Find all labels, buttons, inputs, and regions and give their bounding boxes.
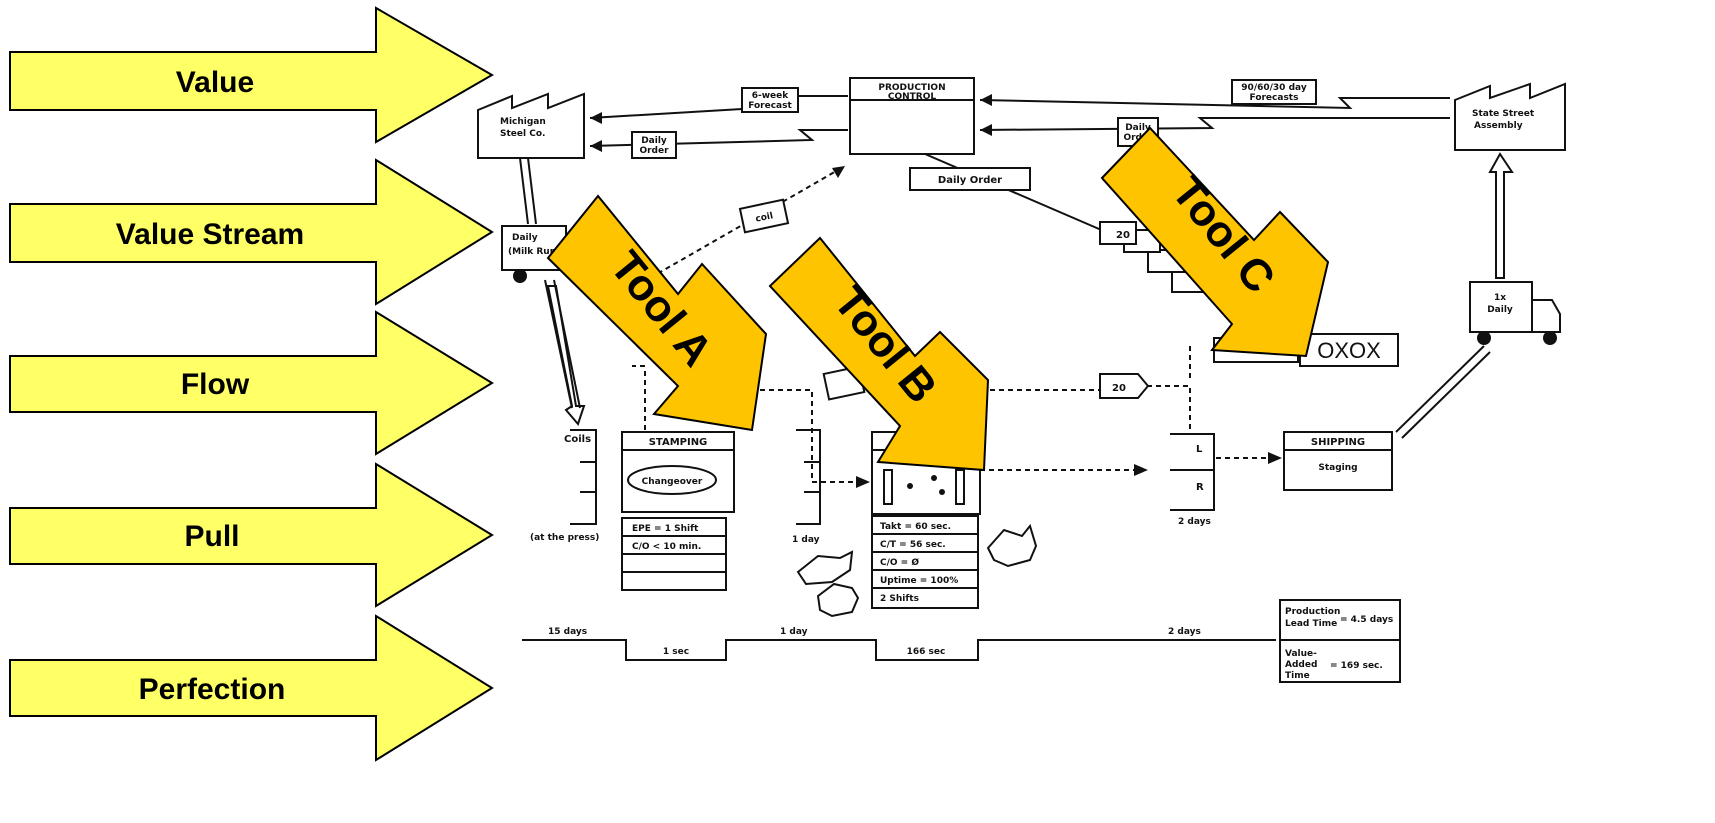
forecast-6week-note <box>741 87 799 113</box>
svg-text:15 days: 15 days <box>548 627 587 637</box>
production-control-box: PRODUCTION CONTROL <box>849 77 975 155</box>
supplier-factory-icon: Michigan Steel Co. <box>477 92 585 159</box>
svg-text:Daily Order: Daily Order <box>938 175 1002 186</box>
svg-text:2 days: 2 days <box>1168 627 1201 637</box>
svg-text:PRODUCTION: PRODUCTION <box>878 83 945 93</box>
svg-text:L: L <box>1196 444 1203 455</box>
svg-text:90/60/30 day: 90/60/30 day <box>1241 83 1307 93</box>
svg-text:Order: Order <box>1123 133 1153 143</box>
daily-order-supplier-note <box>631 131 677 159</box>
principle-label: Value <box>176 66 254 99</box>
svg-text:Lead Time: Lead Time <box>1285 619 1337 629</box>
svg-text:1 day: 1 day <box>780 627 808 637</box>
svg-text:Steel Co.: Steel Co. <box>500 129 545 139</box>
electronic-flow <box>589 95 848 119</box>
supplier-label: Michigan <box>500 117 546 127</box>
svg-text:C/T = 56 sec.: C/T = 56 sec. <box>880 540 946 550</box>
svg-text:R: R <box>1196 482 1204 493</box>
shipment-truck-icon: 1x Daily <box>1469 281 1561 345</box>
svg-text:2 Shifts: 2 Shifts <box>880 594 919 604</box>
svg-text:Takt = 60 sec.: Takt = 60 sec. <box>880 522 951 532</box>
principle-label: Flow <box>181 368 250 401</box>
svg-text:STAMPING: STAMPING <box>649 437 708 448</box>
svg-text:Forecast: Forecast <box>748 101 792 111</box>
svg-text:OXOX: OXOX <box>1317 338 1381 363</box>
svg-text:20: 20 <box>1116 230 1130 241</box>
svg-text:EPE = 1 Shift: EPE = 1 Shift <box>632 524 699 534</box>
svg-text:166 sec: 166 sec <box>907 647 946 657</box>
svg-text:= 169 sec.: = 169 sec. <box>1330 661 1383 671</box>
principle-arrow-perfection: Perfection <box>9 614 494 762</box>
svg-text:Value-: Value- <box>1285 649 1317 659</box>
principle-arrow-pull: Pull <box>9 462 494 608</box>
principle-label: Perfection <box>139 673 286 706</box>
customer-factory-icon: State Street Assembly <box>1454 82 1566 151</box>
principle-arrow-value: Value <box>9 6 494 144</box>
shipment-arrow <box>1488 152 1514 279</box>
svg-text:Daily: Daily <box>512 233 538 243</box>
value-stream-map: Michigan Steel Co. State Street Assembly… <box>477 77 1566 683</box>
stamping-process-box: STAMPING Changeover EPE = 1 Shift C/O < … <box>621 431 735 591</box>
electronic-flow <box>589 129 848 147</box>
tool-arrow-a: Tool A <box>546 194 768 432</box>
svg-text:1 sec: 1 sec <box>663 647 689 657</box>
withdrawal-kanban-icon <box>1099 373 1150 399</box>
svg-text:Coils: Coils <box>564 434 591 445</box>
svg-text:1 day: 1 day <box>792 535 820 545</box>
svg-text:Uptime = 100%: Uptime = 100% <box>880 576 958 586</box>
kaizen-burst-icon <box>796 523 1038 618</box>
svg-text:Added: Added <box>1285 660 1317 670</box>
svg-text:Order: Order <box>639 146 669 156</box>
electronic-flow <box>979 117 1450 131</box>
svg-text:CONTROL: CONTROL <box>888 92 937 102</box>
svg-text:Forecasts: Forecasts <box>1250 93 1299 103</box>
svg-text:1x: 1x <box>1494 293 1506 303</box>
shipping-process-box: SHIPPING Staging <box>1283 431 1393 491</box>
lead-time-summary: Production Lead Time = 4.5 days Value- A… <box>1279 599 1401 683</box>
principle-arrow-flow: Flow <box>9 310 494 456</box>
svg-text:coil: coil <box>755 211 774 224</box>
forecast-90-note <box>1231 79 1317 105</box>
svg-text:C/O = Ø: C/O = Ø <box>880 557 919 568</box>
principle-label: Value Stream <box>116 218 304 251</box>
timeline-ladder: 15 days 1 day 2 days 1 sec 166 sec <box>522 627 1276 661</box>
svg-text:Staging: Staging <box>1318 463 1357 473</box>
svg-text:Time: Time <box>1285 671 1310 681</box>
signal-kanban-icon <box>738 198 790 234</box>
svg-text:(at the press): (at the press) <box>530 533 599 543</box>
svg-text:2 days: 2 days <box>1178 517 1211 527</box>
svg-text:6-week: 6-week <box>752 91 790 101</box>
svg-text:Daily: Daily <box>641 136 667 146</box>
finished-goods-supermarket: L R 2 days <box>1170 433 1215 527</box>
svg-text:Production: Production <box>1285 607 1340 617</box>
svg-text:Daily: Daily <box>1125 123 1151 133</box>
svg-text:(Milk Run): (Milk Run) <box>508 247 560 257</box>
supermarket-1day: 1 day <box>792 429 821 545</box>
svg-text:Changeover: Changeover <box>642 477 703 487</box>
svg-text:SHIPPING: SHIPPING <box>1311 437 1365 448</box>
svg-text:20: 20 <box>1112 383 1126 394</box>
principle-arrow-value-stream: Value Stream <box>9 158 494 306</box>
svg-text:Assembly: Assembly <box>1474 121 1523 131</box>
electronic-flow <box>979 97 1450 110</box>
coils-supermarket: Coils (at the press) <box>530 429 599 543</box>
svg-text:Daily: Daily <box>1487 305 1513 315</box>
daily-order-pc-note <box>909 167 1031 191</box>
principle-label: Pull <box>184 520 239 553</box>
svg-text:State Street: State Street <box>1472 109 1535 119</box>
svg-text:= 4.5 days: = 4.5 days <box>1340 615 1393 625</box>
svg-text:C/O < 10 min.: C/O < 10 min. <box>632 542 701 552</box>
